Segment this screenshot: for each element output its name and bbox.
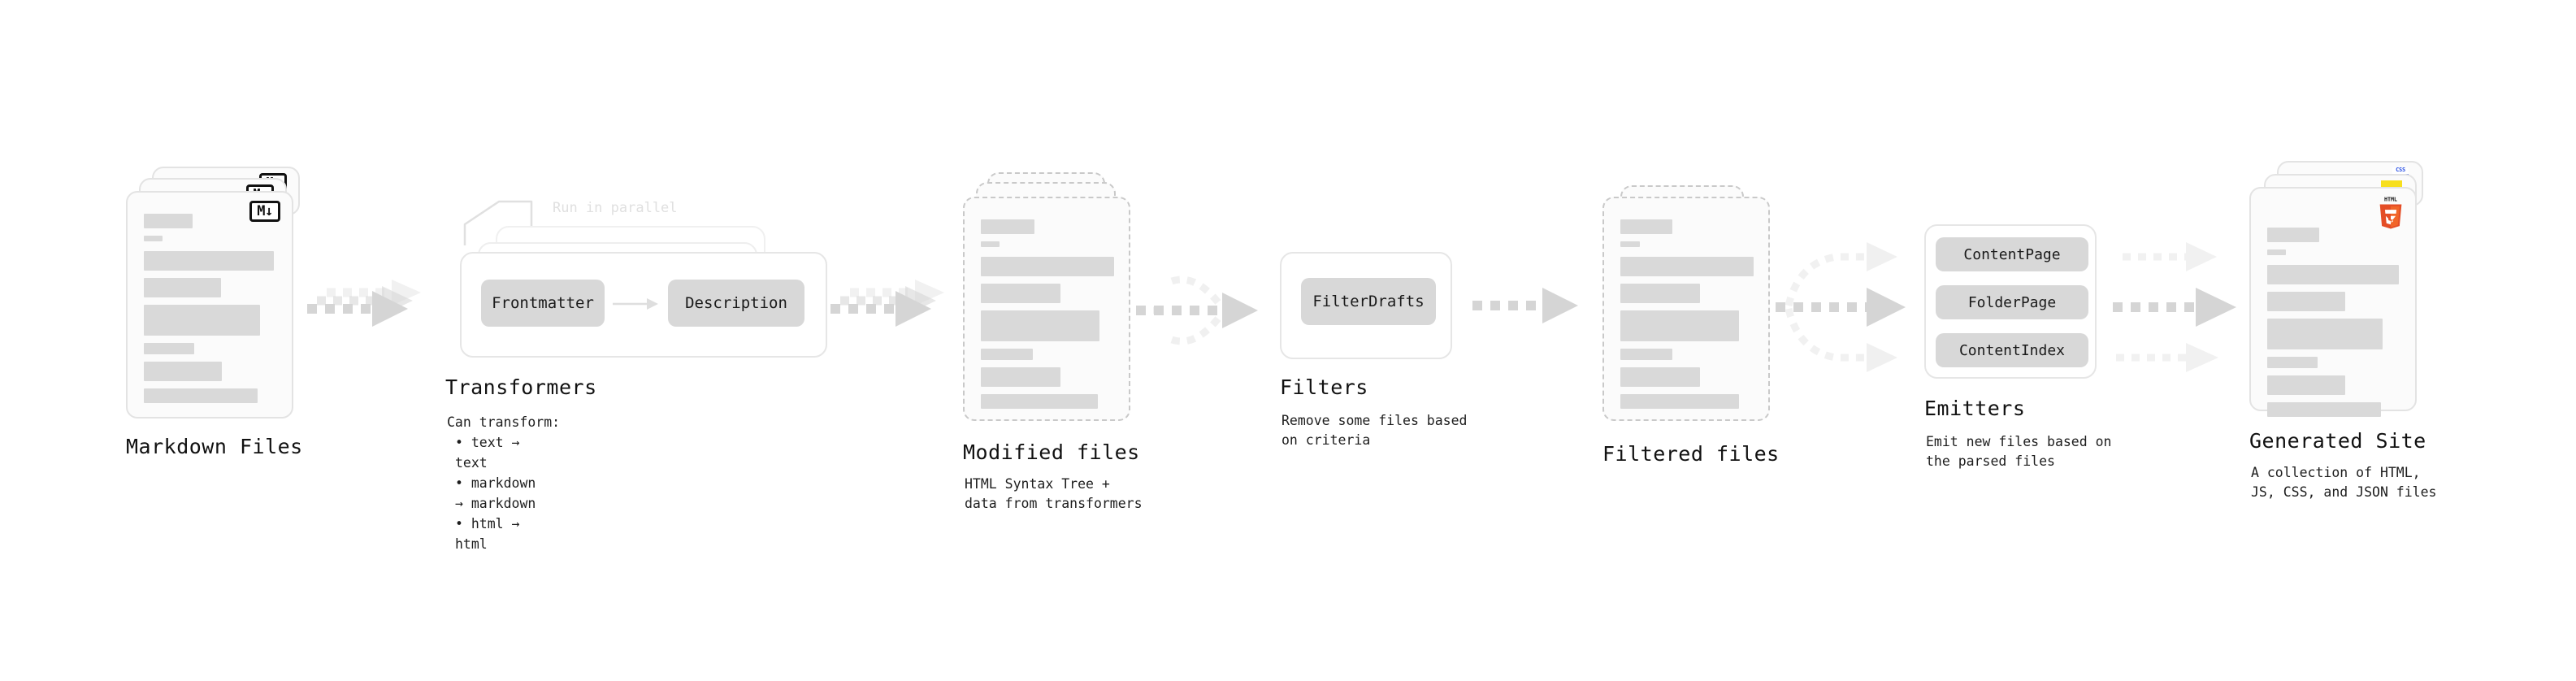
skeleton-bar — [144, 251, 274, 271]
emitter-node-folderpage[interactable]: FolderPage — [1936, 285, 2088, 319]
connector-filtered-to-emitters — [1776, 242, 1906, 372]
skeleton-bar — [981, 394, 1098, 409]
transform-bullet-list: • text → text • markdown → markdown • ht… — [455, 432, 536, 554]
skeleton-bar — [1620, 349, 1672, 360]
stage-caption: Filters — [1280, 375, 1368, 399]
list-item: • text → text — [455, 435, 520, 471]
skeleton-bar — [2267, 357, 2318, 368]
skeleton-bar — [981, 310, 1099, 341]
skeleton-bar — [1620, 241, 1640, 247]
stage-subcaption: Remove some files based on criteria — [1281, 413, 1468, 448]
skeleton-bar — [981, 257, 1114, 276]
stage-caption: Markdown Files — [126, 435, 303, 458]
stage-subcaption: HTML Syntax Tree + data from transformer… — [965, 476, 1143, 511]
connector-transformers-to-modified — [830, 280, 944, 327]
bullet-text: html → html — [455, 516, 520, 553]
css-icon-label: CSS — [2396, 167, 2405, 173]
skeleton-bar — [1620, 367, 1700, 387]
skeleton-bar — [144, 388, 258, 403]
skeleton-bar — [2267, 402, 2381, 417]
skeleton-bar — [144, 343, 194, 354]
modified-card-skeleton — [981, 219, 1114, 416]
markdown-icon: M↓ — [249, 201, 280, 222]
stage-modified-files: Modified files HTML Syntax Tree + data f… — [963, 172, 1150, 511]
connector-emitters-to-site — [2113, 242, 2236, 372]
skeleton-bar — [144, 236, 163, 241]
transformer-arrow-icon — [613, 298, 658, 310]
modified-card-front — [963, 197, 1130, 421]
stage-markdown-files: M↓ M↓ M↓ Markdown Files — [126, 167, 313, 458]
skeleton-bar — [2267, 319, 2383, 349]
skeleton-bar — [981, 367, 1060, 387]
transformer-box-front: Frontmatter Description — [460, 252, 827, 358]
skeleton-bar — [1620, 310, 1739, 341]
filtered-card-front — [1602, 197, 1770, 421]
skeleton-bar — [1620, 394, 1739, 409]
skeleton-bar — [2267, 228, 2319, 242]
markdown-card-skeleton — [144, 214, 277, 410]
skeleton-bar — [144, 305, 260, 336]
stage-generated-site: CSS HTML — [2249, 161, 2444, 500]
parallel-annotation: Run in parallel — [553, 200, 678, 216]
stage-subcaption: Emit new files based on the parsed files — [1926, 434, 2112, 469]
connector-md-to-transformers — [307, 280, 421, 327]
stage-caption: Generated Site — [2249, 429, 2426, 453]
bullet-text: text → text — [455, 435, 520, 471]
connector-filters-to-filtered — [1472, 288, 1578, 323]
stage-caption: Filtered files — [1602, 442, 1780, 466]
generated-card-skeleton — [2267, 228, 2400, 424]
skeleton-bar — [1620, 219, 1672, 234]
emitter-node-contentindex[interactable]: ContentIndex — [1936, 333, 2088, 367]
markdown-card-stack: M↓ M↓ M↓ — [126, 167, 313, 419]
parallel-bracket-icon — [463, 200, 533, 245]
emitters-box: ContentPage FolderPage ContentIndex — [1924, 224, 2097, 379]
skeleton-bar — [1620, 284, 1700, 303]
skeleton-bar — [981, 349, 1033, 360]
list-item: • html → html — [455, 516, 520, 553]
skeleton-bar — [144, 278, 221, 297]
transformer-node-frontmatter[interactable]: Frontmatter — [481, 280, 605, 327]
skeleton-bar — [2267, 265, 2399, 284]
stage-caption: Transformers — [445, 375, 597, 399]
connector-modified-to-filters — [1136, 275, 1258, 345]
transformer-node-description[interactable]: Description — [668, 280, 804, 327]
skeleton-bar — [144, 214, 193, 228]
emitter-node-contentpage[interactable]: ContentPage — [1936, 237, 2088, 271]
bullet-text: markdown → markdown — [455, 475, 536, 512]
stage-caption: Modified files — [963, 440, 1140, 464]
filtered-card-stack — [1602, 185, 1789, 429]
stage-filtered-files: Filtered files — [1602, 185, 1789, 466]
filters-box: FilterDrafts — [1280, 252, 1452, 359]
filtered-card-skeleton — [1620, 219, 1754, 416]
skeleton-bar — [981, 219, 1034, 234]
markdown-card-front: M↓ — [126, 191, 293, 419]
skeleton-bar — [981, 241, 1000, 247]
filter-node-filterdrafts[interactable]: FilterDrafts — [1301, 278, 1436, 325]
list-item: • markdown → markdown — [455, 475, 536, 512]
generated-card-stack: CSS HTML — [2249, 161, 2444, 421]
stage-caption: Emitters — [1924, 397, 2026, 420]
modified-card-stack — [963, 172, 1150, 432]
skeleton-bar — [2267, 249, 2286, 255]
skeleton-bar — [144, 362, 222, 381]
html5-icon: HTML — [2379, 197, 2402, 229]
skeleton-bar — [2267, 292, 2345, 311]
svg-text:HTML: HTML — [2384, 197, 2397, 203]
stage-subcaption: A collection of HTML, JS, CSS, and JSON … — [2251, 465, 2437, 500]
skeleton-bar — [1620, 257, 1754, 276]
generated-card-front-html: HTML — [2249, 187, 2417, 417]
stage-subcaption: Can transform: — [447, 414, 561, 430]
skeleton-bar — [2267, 375, 2345, 395]
skeleton-bar — [981, 284, 1060, 303]
